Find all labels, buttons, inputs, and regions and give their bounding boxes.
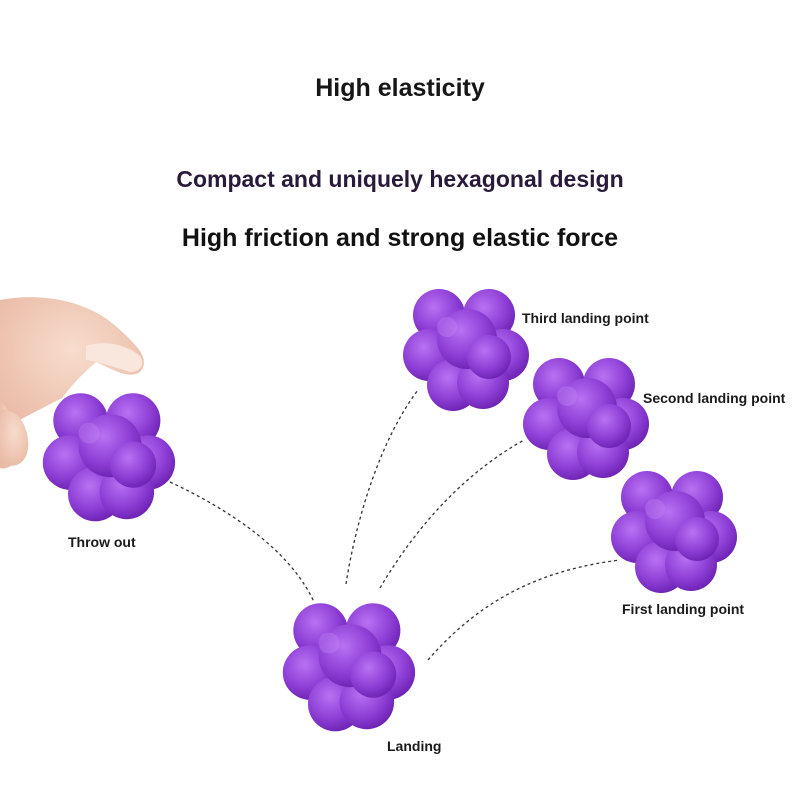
label-third-landing-point: Third landing point [522,310,649,326]
ball-second-landing-point [523,358,649,480]
headline-design: Compact and uniquely hexagonal design [176,166,624,192]
label-throw-out: Throw out [68,534,136,550]
label-first-landing-point: First landing point [622,601,745,617]
path-throw-to-landing [169,481,315,603]
ball-throw-out [42,393,176,522]
headline-elasticity: High elasticity [315,74,485,102]
hand-fingers [0,409,29,466]
ball-third-landing-point [403,289,529,411]
label-second-landing-point: Second landing point [643,390,786,406]
ball-first-landing-point [611,471,737,593]
label-landing: Landing [387,738,442,754]
path-landing-to-third [345,389,419,585]
path-landing-to-first [427,559,621,661]
ball-landing [282,603,416,732]
path-landing-to-second [379,439,525,589]
flight-paths [169,389,621,661]
headline-friction: High friction and strong elastic force [181,224,619,252]
